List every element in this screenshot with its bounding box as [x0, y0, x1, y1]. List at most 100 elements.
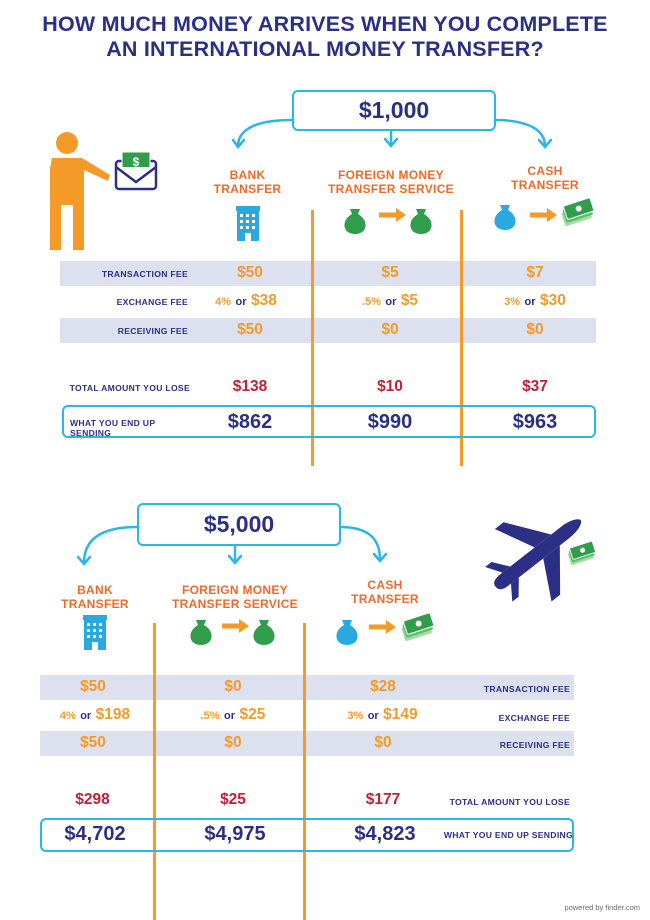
exchange-percent: .5% [200, 710, 220, 722]
s2-fmts-exchange: .5% or $25 [178, 706, 288, 724]
method-line: TRANSFER SERVICE [172, 597, 298, 611]
or-text: or [524, 296, 536, 308]
s1-cash-sent: $963 [512, 411, 558, 433]
arrow-right-icon [222, 619, 249, 633]
label-exchange-fee: EXCHANGE FEE [116, 297, 188, 307]
exchange-value: $30 [539, 292, 566, 309]
s2-fmts-transaction: $0 [224, 678, 242, 695]
exchange-percent: 4% [215, 296, 232, 308]
banknotes-icon [400, 612, 435, 643]
band-receiving-fee [60, 318, 596, 343]
method-foreign-money-transfer-service: FOREIGN MONEY TRANSFER SERVICE [165, 583, 305, 611]
s1-bank-receiving: $50 [237, 321, 263, 338]
s2-bank-lose: $298 [75, 791, 110, 808]
band-transaction-fee [40, 675, 574, 700]
s1-cash-lose: $37 [522, 378, 548, 395]
label-receiving-fee: RECEIVING FEE [499, 740, 570, 750]
envelope-cash-icon: $ [114, 151, 158, 191]
s2-bank-exchange: 4% or $198 [40, 706, 150, 724]
s1-fmts-sent: $990 [367, 411, 413, 433]
s1-cash-exchange: 3% or $30 [480, 292, 590, 310]
column-divider [303, 623, 306, 920]
method-line: TRANSFER [213, 182, 282, 196]
banknotes-icon [567, 540, 597, 566]
s2-cash-sent: $4,823 [354, 823, 416, 845]
s1-bank-transaction: $50 [237, 264, 263, 281]
exchange-percent: 3% [504, 296, 521, 308]
method-line: BANK [229, 168, 266, 182]
sent-box-5000 [40, 818, 574, 852]
exchange-value: $198 [95, 706, 131, 723]
money-bag-icon [344, 209, 366, 234]
or-text: or [367, 710, 379, 722]
banknotes-icon [560, 197, 595, 228]
s2-fmts-sent: $4,975 [204, 823, 266, 845]
money-bag-icon [253, 620, 275, 645]
method-line: TRANSFER [351, 592, 419, 606]
amount-box-5000: $5,000 [137, 503, 341, 546]
money-bag-icon [494, 205, 516, 230]
bank-building-icon [83, 615, 107, 650]
method-foreign-money-transfer-service: FOREIGN MONEY TRANSFER SERVICE [325, 168, 457, 196]
method-line: FOREIGN MONEY [338, 168, 444, 182]
title-line-2: AN INTERNATIONAL MONEY TRANSFER? [106, 37, 544, 61]
label-transaction-fee: TRANSACTION FEE [101, 269, 188, 279]
arrow-right-icon [530, 208, 557, 222]
exchange-value: $38 [250, 292, 277, 309]
s1-fmts-receiving: $0 [381, 321, 399, 338]
exchange-percent: .5% [361, 296, 381, 308]
exchange-percent: 3% [347, 710, 364, 722]
powered-by-text: powered by finder.com [564, 903, 640, 912]
bank-building-icon [236, 206, 260, 241]
s1-fmts-transaction: $5 [381, 264, 399, 281]
s2-bank-receiving: $50 [80, 734, 106, 751]
s2-cash-receiving: $0 [374, 734, 392, 751]
method-cash-transfer: CASH TRANSFER [505, 164, 585, 192]
method-line: CASH [527, 164, 563, 178]
column-divider [153, 623, 156, 920]
label-end-up-sending: WHAT YOU END UP SENDING [443, 830, 573, 840]
label-receiving-fee: RECEIVING FEE [117, 326, 188, 336]
method-cash-transfer: CASH TRANSFER [345, 578, 425, 606]
exchange-value: $25 [239, 706, 266, 723]
s2-bank-transaction: $50 [80, 678, 106, 695]
s1-cash-transaction: $7 [526, 264, 544, 281]
label-total-lose: TOTAL AMOUNT YOU LOSE [449, 797, 570, 807]
money-bag-icon [336, 620, 358, 645]
band-transaction-fee [60, 261, 596, 286]
s1-bank-sent: $862 [227, 411, 273, 433]
exchange-value: $5 [400, 292, 419, 309]
label-transaction-fee: TRANSACTION FEE [483, 684, 570, 694]
or-text: or [80, 710, 92, 722]
exchange-value: $149 [383, 706, 418, 723]
s2-cash-transaction: $28 [370, 678, 396, 695]
method-line: BANK [77, 583, 113, 597]
method-line: CASH [367, 578, 403, 592]
method-bank-transfer: BANK TRANSFER [210, 168, 285, 196]
label-total-lose: TOTAL AMOUNT YOU LOSE [69, 383, 190, 393]
label-end-up-sending: WHAT YOU END UP SENDING [70, 418, 156, 438]
label-exchange-fee: EXCHANGE FEE [498, 713, 570, 723]
s2-bank-sent: $4,702 [64, 823, 126, 845]
column-divider [460, 210, 463, 466]
exchange-percent: 4% [59, 710, 76, 722]
method-line: FOREIGN MONEY [182, 583, 288, 597]
airplane-icon [485, 519, 582, 602]
amount-box-1000: $1,000 [292, 90, 496, 131]
method-line: TRANSFER [61, 597, 129, 611]
or-text: or [224, 710, 236, 722]
method-line: TRANSFER SERVICE [328, 182, 454, 196]
s1-bank-lose: $138 [232, 378, 268, 395]
band-receiving-fee [40, 731, 574, 756]
s2-fmts-receiving: $0 [224, 734, 242, 751]
method-line: TRANSFER [511, 178, 579, 192]
s1-fmts-lose: $10 [377, 378, 403, 395]
arrow-right-icon [379, 208, 406, 222]
person-icon [50, 132, 110, 250]
svg-text:$: $ [133, 155, 140, 169]
s1-cash-receiving: $0 [526, 321, 544, 338]
sent-box-1000 [62, 405, 596, 438]
s2-fmts-lose: $25 [220, 791, 246, 808]
method-bank-transfer: BANK TRANSFER [55, 583, 135, 611]
